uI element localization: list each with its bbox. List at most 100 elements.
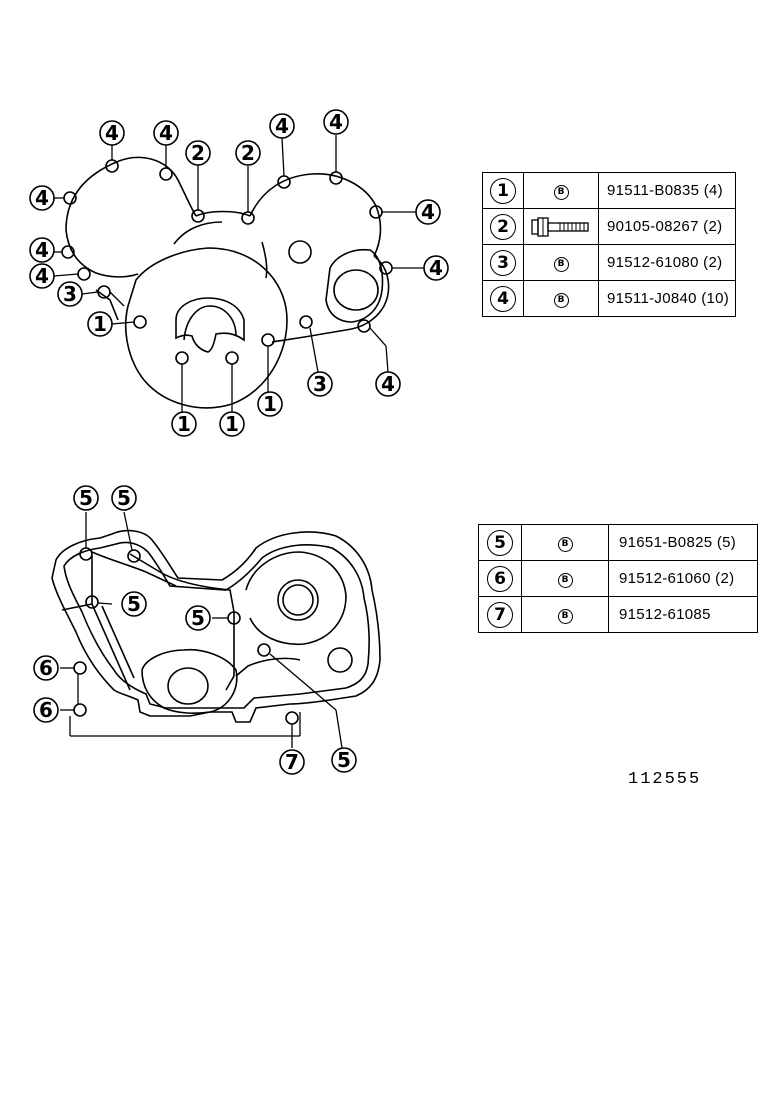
callout-circle xyxy=(235,140,261,166)
part-key-cell: 3 xyxy=(482,244,524,281)
callout-number: 4 xyxy=(159,121,173,145)
callout-circle xyxy=(375,371,401,397)
part-number: 91651-B0825 (5) xyxy=(608,524,758,561)
part-key-number: 7 xyxy=(487,601,513,628)
callout-number: 4 xyxy=(105,121,119,145)
flange-bolt-icon xyxy=(531,216,589,237)
part-row: 6 B 91512-61060 (2) xyxy=(478,560,758,597)
callout-circle xyxy=(87,311,113,337)
part-number: 91512-61085 xyxy=(608,596,758,633)
part-key-cell: 4 xyxy=(482,280,524,317)
callout-number: 2 xyxy=(191,141,205,165)
diagram-reference-number: 112555 xyxy=(628,770,702,789)
part-key-number: 2 xyxy=(490,213,516,240)
callout-circle xyxy=(185,140,211,166)
bolt-grade-mark-icon: B xyxy=(553,293,569,308)
part-row: 1 B 91511-B0835 (4) xyxy=(482,172,737,209)
part-row: 3 B 91512-61080 (2) xyxy=(482,244,737,281)
part-number: 91512-61080 (2) xyxy=(597,244,737,281)
callout-circle xyxy=(219,411,245,437)
callout-number: 4 xyxy=(429,256,443,280)
upper-leader-lines xyxy=(53,135,424,412)
callout-number: 1 xyxy=(225,412,239,436)
bolt-grade-mark-icon: B xyxy=(557,609,573,624)
callout-number: 4 xyxy=(381,372,395,396)
part-row: 5 B 91651-B0825 (5) xyxy=(478,524,758,561)
callout-circle xyxy=(185,605,211,631)
callout-number: 4 xyxy=(329,110,343,134)
callout-number: 7 xyxy=(285,750,299,774)
callout-circle xyxy=(171,411,197,437)
part-key-cell: 6 xyxy=(478,560,522,597)
lower-plate-outline xyxy=(51,529,381,723)
callout-circle xyxy=(29,263,55,289)
part-row: 7 B 91512-61085 xyxy=(478,596,758,633)
callout-number: 3 xyxy=(313,372,327,396)
callout-number: 1 xyxy=(263,392,277,416)
lower-leader-lines xyxy=(60,511,343,749)
bolt-grade-mark-icon: B xyxy=(557,573,573,588)
bolt-grade-mark-icon: B xyxy=(553,257,569,272)
callout-circle xyxy=(29,185,55,211)
callout-circle xyxy=(33,655,59,681)
callout-circle xyxy=(323,109,349,135)
part-symbol-cell: B xyxy=(521,524,609,561)
callout-circle xyxy=(153,120,179,146)
callout-number: 2 xyxy=(241,141,255,165)
crank-pulley-disc xyxy=(124,247,288,409)
callout-number: 1 xyxy=(177,412,191,436)
bolt-grade-mark-icon: B xyxy=(553,185,569,200)
callout-circle xyxy=(423,255,449,281)
part-key-number: 3 xyxy=(490,249,516,276)
callout-circle xyxy=(121,591,147,617)
part-row: 2 90105-08267 (2) xyxy=(482,208,737,245)
callout-number: 6 xyxy=(39,698,53,722)
callout-number: 5 xyxy=(117,486,131,510)
callout-circle xyxy=(99,120,125,146)
callout-circle xyxy=(415,199,441,225)
part-symbol-cell: B xyxy=(523,280,599,317)
callout-circle xyxy=(111,485,137,511)
part-key-cell: 7 xyxy=(478,596,522,633)
part-symbol-cell: B xyxy=(521,560,609,597)
part-number: 90105-08267 (2) xyxy=(597,208,737,245)
part-key-number: 1 xyxy=(490,177,516,204)
part-key-number: 5 xyxy=(487,529,513,556)
callout-number: 3 xyxy=(63,282,77,306)
callout-number: 4 xyxy=(35,186,49,210)
callout-circle xyxy=(269,113,295,139)
callout-circle xyxy=(57,281,83,307)
part-row: 4 B 91511-J0840 (10) xyxy=(482,280,737,317)
part-symbol-cell: B xyxy=(523,244,599,281)
callout-circle xyxy=(33,697,59,723)
callout-number: 4 xyxy=(35,264,49,288)
part-number: 91512-61060 (2) xyxy=(608,560,758,597)
callout-circle xyxy=(307,371,333,397)
part-key-number: 6 xyxy=(487,565,513,592)
part-key-cell: 1 xyxy=(482,172,524,209)
callout-number: 5 xyxy=(337,748,351,772)
callout-circle xyxy=(73,485,99,511)
upper-cover-outline xyxy=(65,156,390,343)
callout-number: 4 xyxy=(275,114,289,138)
callout-number: 1 xyxy=(93,312,107,336)
callout-number: 5 xyxy=(79,486,93,510)
callout-circle xyxy=(257,391,283,417)
callout-circle xyxy=(279,749,305,775)
callout-number: 4 xyxy=(421,200,435,224)
part-symbol-cell: B xyxy=(521,596,609,633)
part-key-cell: 2 xyxy=(482,208,524,245)
part-number: 91511-J0840 (10) xyxy=(597,280,737,317)
callout-number: 4 xyxy=(35,238,49,262)
part-number: 91511-B0835 (4) xyxy=(597,172,737,209)
part-symbol-cell: B xyxy=(523,172,599,209)
bolt-grade-mark-icon: B xyxy=(557,537,573,552)
part-symbol-cell xyxy=(523,208,599,245)
callout-number: 5 xyxy=(191,606,205,630)
part-key-number: 4 xyxy=(490,285,516,312)
callout-number: 5 xyxy=(127,592,141,616)
callout-number: 6 xyxy=(39,656,53,680)
